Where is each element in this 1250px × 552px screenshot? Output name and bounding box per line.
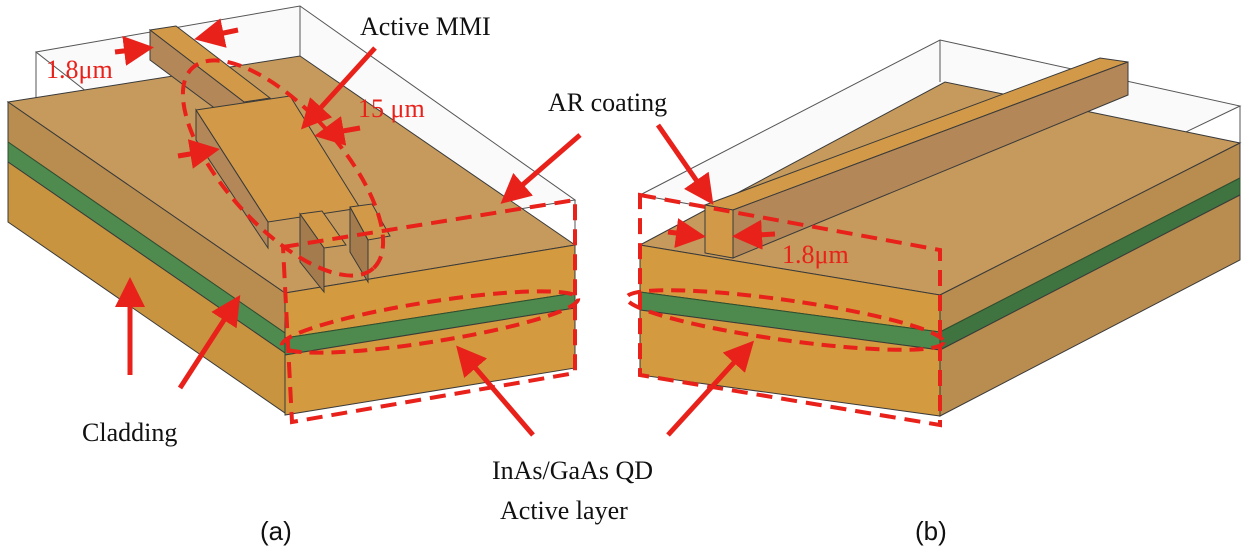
annotation-arrows [114, 18, 776, 437]
label-ar-coating: AR coating [548, 88, 668, 117]
label-width-left: 1.8μm [46, 55, 113, 84]
label-cladding: Cladding [82, 418, 178, 447]
arrow-ar-coating-a [500, 133, 582, 204]
arrow-mmi-width-right [314, 116, 361, 146]
arrow-active-mmi [300, 46, 377, 130]
arrow-cladding-2 [177, 294, 241, 390]
arrow-width-b-left [667, 218, 706, 248]
panel-a-ridge-out-1-side [299, 212, 325, 294]
arrow-mmi-width-left [177, 139, 220, 169]
arrow-active-layer-a [456, 345, 535, 437]
label-active-layer-line2: Active layer [500, 496, 628, 525]
panel-b-facet-highlight-box [638, 192, 942, 428]
panel-a-active-layer-ellipse [279, 289, 581, 355]
label-active-layer-line1: InAs/GaAs QD [492, 456, 654, 485]
panel-a-ridge-out-2-side [349, 206, 369, 284]
label-active-mmi: Active MMI [360, 12, 491, 41]
panel-b-device [624, 39, 1242, 428]
label-width-mmi: 15 μm [358, 94, 425, 123]
arrow-ar-coating-b [655, 123, 714, 205]
panel-a-facet-highlight-box [280, 197, 577, 425]
label-panel-a: (a) [260, 516, 292, 546]
arrow-active-layer-b [666, 340, 755, 437]
arrow-width-a-left [114, 35, 154, 66]
arrow-width-b-right [732, 219, 776, 250]
label-panel-b: (b) [915, 516, 947, 546]
label-width-right: 1.8μm [782, 240, 849, 269]
panel-b-active-layer-ellipse [624, 288, 946, 352]
arrow-width-a-right [194, 18, 239, 48]
